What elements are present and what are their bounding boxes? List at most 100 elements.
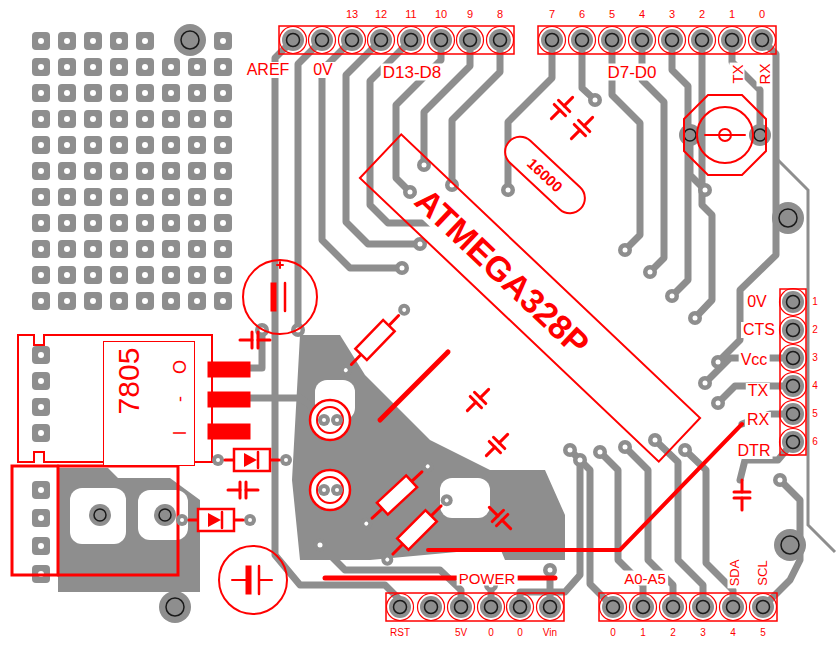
header-pad-outline: [478, 594, 505, 621]
via: [417, 158, 431, 172]
via: [563, 443, 577, 457]
proto-hole: [116, 90, 122, 96]
silk-line: [228, 489, 240, 492]
header-pad: [782, 375, 804, 397]
silk-line: [486, 447, 494, 455]
lead-hole: [401, 307, 407, 313]
proto-pad: [214, 266, 232, 284]
header-pad-hole: [787, 352, 800, 365]
proto-hole: [142, 272, 148, 278]
proto-hole: [168, 64, 174, 70]
header-pad: [541, 29, 563, 51]
proto-pad: [84, 188, 102, 206]
via-hole: [703, 381, 708, 386]
silk-line: [393, 506, 441, 554]
header-pad-hole: [375, 34, 388, 47]
header-pad-outline: [780, 429, 807, 456]
proto-hole: [90, 116, 96, 122]
pin-number: 0: [608, 628, 618, 638]
silk-line: [380, 352, 448, 420]
header-pad: [571, 29, 593, 51]
proto-hole: [116, 64, 122, 70]
header-pad-outline: [280, 27, 307, 54]
proto-pad: [58, 292, 76, 310]
proto-pad: [214, 292, 232, 310]
header-pad: [311, 29, 333, 51]
header-pad: [691, 29, 713, 51]
diode-body: [198, 509, 234, 531]
pin-number: 0: [757, 9, 767, 20]
pin-label: TX: [730, 62, 745, 85]
header-pad: [601, 29, 623, 51]
header-pad-hole: [576, 34, 589, 47]
header-pad-outline: [309, 27, 336, 54]
copper-traces: [250, 40, 800, 607]
proto-pad: [32, 481, 50, 499]
mounting-hole: [779, 209, 797, 227]
proto-hole: [64, 168, 70, 174]
pin-number: 2: [697, 9, 707, 20]
proto-hole: [116, 168, 122, 174]
proto-hole: [38, 64, 44, 70]
proto-pad: [188, 292, 206, 310]
header-pad-hole: [756, 34, 769, 47]
resistor-body: [397, 510, 437, 550]
proto-hole: [38, 404, 44, 410]
pin-label: AREF: [245, 62, 292, 78]
proto-hole: [64, 142, 70, 148]
proto-hole: [116, 116, 122, 122]
header-pad-hole: [405, 34, 418, 47]
proto-hole: [168, 194, 174, 200]
proto-pad: [32, 110, 50, 128]
via-hole: [400, 266, 405, 271]
proto-pad: [136, 240, 154, 258]
proto-pad: [188, 84, 206, 102]
proto-pad: [84, 162, 102, 180]
capacitor-symbol: [462, 384, 495, 417]
proto-hole: [168, 168, 174, 174]
header-pad-hole: [425, 601, 438, 614]
proto-hole: [220, 298, 226, 304]
proto-pad: [84, 266, 102, 284]
copper-trace: [298, 40, 322, 330]
silk-line: [270, 459, 279, 462]
silk-line: [489, 507, 497, 515]
pin-number: 3: [698, 628, 708, 638]
pin-number: 4: [728, 628, 738, 638]
signal-name: SDA: [728, 558, 741, 589]
mounting-hole: [781, 536, 799, 554]
pin-label: RX: [757, 62, 772, 87]
proto-pad: [84, 136, 102, 154]
regulator-pin: [208, 424, 250, 439]
proto-pad: [136, 58, 154, 76]
pour-clearance: [138, 490, 188, 540]
proto-hole: [168, 116, 174, 122]
proto-hole: [38, 38, 44, 44]
proto-hole: [38, 220, 44, 226]
proto-pad: [110, 32, 128, 50]
proto-hole: [90, 194, 96, 200]
mounting-pad: [154, 504, 176, 526]
proto-pad: [58, 240, 76, 258]
proto-hole: [38, 194, 44, 200]
silk-line: [741, 480, 744, 492]
proto-pad: [32, 240, 50, 258]
proto-pad: [110, 110, 128, 128]
header-pad-hole: [606, 34, 619, 47]
proto-pad: [58, 266, 76, 284]
signal-name: CTS: [741, 322, 777, 338]
silk-line: [259, 579, 272, 581]
via: [543, 563, 557, 577]
capacitor-symbol: [228, 482, 258, 498]
header-pad: [782, 319, 804, 341]
lead-pad: [318, 484, 330, 496]
header-pad-outline: [630, 594, 657, 621]
header-pad: [509, 596, 531, 618]
silk-line: [564, 97, 572, 105]
proto-pad: [188, 188, 206, 206]
proto-hole: [142, 116, 148, 122]
header-pad-outline: [599, 27, 626, 54]
via: [445, 178, 459, 192]
reset-button-center: [719, 129, 731, 141]
